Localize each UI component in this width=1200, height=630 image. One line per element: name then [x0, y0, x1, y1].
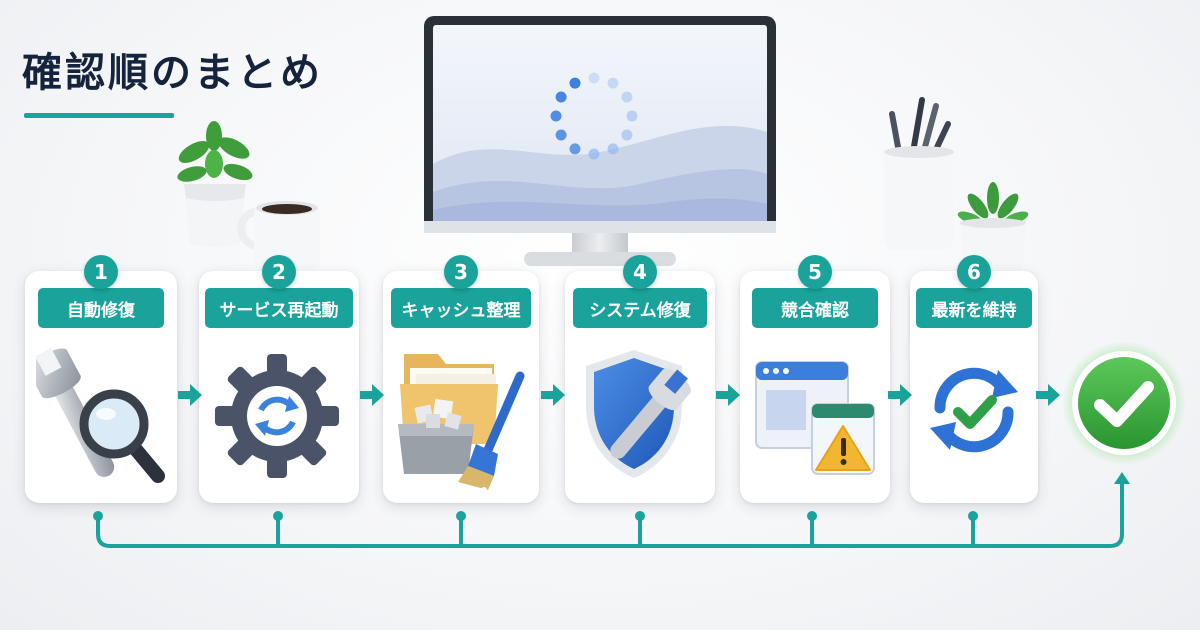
arrow-right-icon — [888, 384, 912, 406]
spinner-dot — [621, 91, 633, 103]
step-label-6: 最新を維持 — [916, 288, 1032, 328]
pencil-cup-icon — [884, 97, 954, 250]
plant-pot-icon — [177, 121, 253, 247]
arrow-right-icon — [1036, 384, 1060, 406]
spinner-dot — [607, 77, 619, 89]
windows-warning-icon — [755, 361, 875, 475]
wrench-magnifier-icon — [36, 347, 165, 483]
shield-wrench-icon — [586, 350, 691, 478]
check-circle-icon — [1062, 341, 1186, 465]
loading-spinner-icon — [550, 72, 638, 160]
step-number-2: 2 — [262, 255, 296, 289]
step-label-1: 自動修復 — [38, 288, 164, 328]
step-number-6: 6 — [957, 255, 991, 289]
spinner-dot — [555, 129, 567, 141]
spinner-dot — [588, 72, 600, 84]
spinner-dot — [555, 91, 567, 103]
step-label-2: サービス再起動 — [205, 288, 353, 328]
step-label-3: キャッシュ整理 — [391, 288, 531, 328]
spinner-dot — [588, 148, 600, 160]
arrow-right-icon — [360, 384, 384, 406]
arrow-right-icon — [716, 384, 740, 406]
folder-broom-icon — [398, 354, 525, 493]
arrow-right-icon — [541, 384, 565, 406]
step-label-5: 競合確認 — [752, 288, 878, 328]
sync-check-icon — [930, 367, 1018, 453]
gear-refresh-icon — [215, 354, 339, 478]
step-label-4: システム修復 — [573, 288, 707, 328]
page-title: 確認順のまとめ — [22, 50, 323, 96]
coffee-mug-icon — [237, 201, 320, 270]
title-underline — [24, 113, 174, 118]
monitor-icon — [424, 16, 776, 266]
step-number-5: 5 — [798, 255, 832, 289]
spinner-dot — [550, 110, 562, 122]
spinner-dot — [569, 77, 581, 89]
step-number-1: 1 — [84, 255, 118, 289]
arrow-right-icon — [178, 384, 202, 406]
spinner-dot — [626, 110, 638, 122]
step-number-4: 4 — [623, 255, 657, 289]
spinner-dot — [621, 129, 633, 141]
step-number-3: 3 — [444, 255, 478, 289]
spinner-dot — [569, 143, 581, 155]
spinner-dot — [607, 143, 619, 155]
